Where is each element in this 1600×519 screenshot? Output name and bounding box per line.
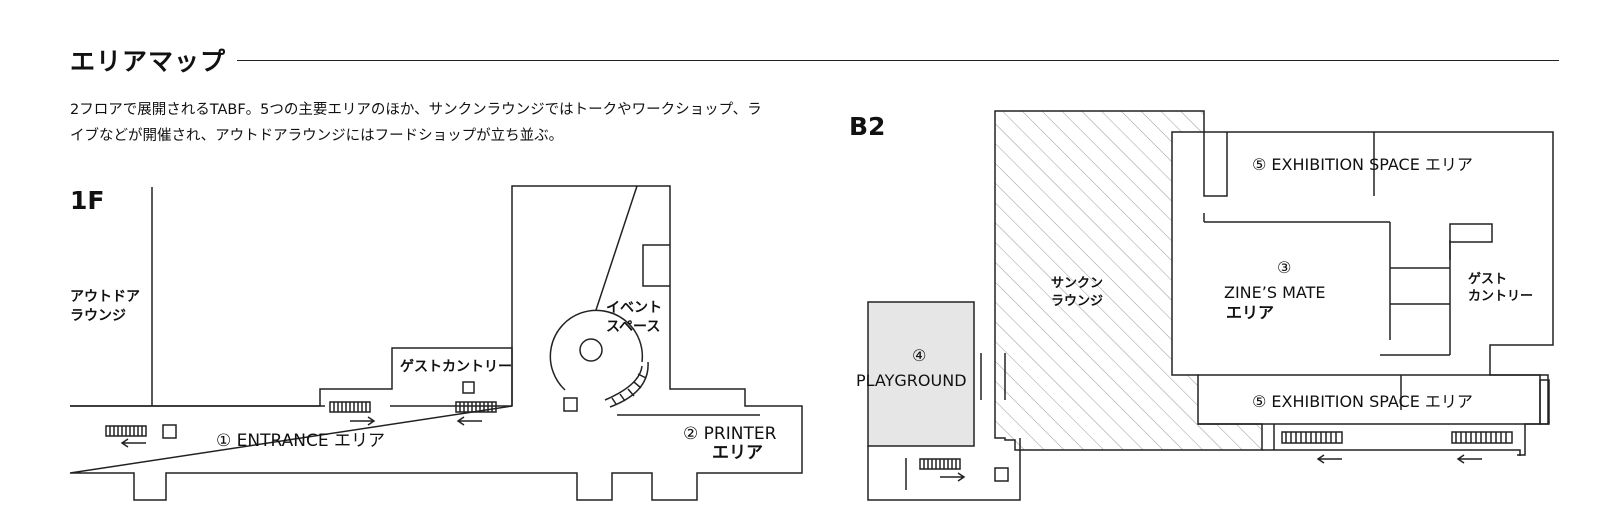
stairs-1f-spiral — [604, 361, 649, 408]
stairs-b2-b — [1281, 431, 1343, 464]
stairs-b2-a — [919, 458, 966, 482]
entrance-area-label: ① ENTRANCE エリア — [216, 431, 385, 451]
event-space-label: イベント — [606, 300, 662, 316]
pillar — [462, 381, 475, 394]
zines-mate-label: ZINE’S MATE — [1224, 283, 1325, 302]
zines-mate-area-label: エリア — [1226, 303, 1274, 322]
page-title: エリアマップ — [70, 47, 227, 76]
title-rule — [237, 60, 1559, 61]
event-stage-center — [579, 338, 603, 362]
zines-mate-number: ③ — [1277, 258, 1291, 277]
sunken-lounge-label: サンクン — [1051, 276, 1103, 291]
playground-area — [867, 301, 975, 447]
exhibition-top-label: ⑤ EXHIBITION SPACE エリア — [1252, 155, 1473, 174]
description: 2フロアで展開されるTABF。5つの主要エリアのほか、サンクンラウンジではトーク… — [70, 102, 762, 144]
guest-country-b2-label-2: カントリー — [1468, 289, 1533, 304]
floor-label-1f: 1F — [70, 186, 105, 215]
corridor-outline-top-left — [70, 347, 513, 407]
printer-area-label: ② PRINTER — [683, 424, 777, 444]
guest-country-label: ゲストカントリー — [400, 358, 512, 375]
floor-1f-plan — [69, 185, 803, 501]
event-stage-arc — [549, 309, 644, 391]
exhibition-bottom-label: ⑤ EXHIBITION SPACE エリア — [1252, 392, 1473, 411]
pillar — [563, 397, 578, 412]
stairs-1f-c — [455, 401, 497, 426]
sunken-lounge-area — [994, 110, 1263, 451]
stairs-b2-c — [1451, 431, 1513, 464]
guest-country-b2-label: ゲスト — [1468, 271, 1507, 287]
corridor-outline — [69, 185, 803, 501]
outdoor-lounge-label-2: ラウンジ — [70, 308, 126, 324]
playground-label: PLAYGROUND — [856, 371, 967, 390]
floor-label-b2: B2 — [849, 112, 886, 141]
event-space-label-2: スペース — [606, 319, 660, 335]
outdoor-lounge-label: アウトドア — [70, 289, 140, 305]
sunken-lounge-label-2: ラウンジ — [1051, 294, 1103, 309]
stairs-1f-b — [329, 401, 376, 426]
pillar — [162, 424, 177, 439]
pillar — [994, 467, 1009, 482]
stairs-1f-a — [105, 425, 147, 448]
floor-b2-plan — [867, 110, 1554, 501]
playground-number: ④ — [912, 346, 926, 365]
printer-area-label-2: エリア — [712, 443, 763, 463]
